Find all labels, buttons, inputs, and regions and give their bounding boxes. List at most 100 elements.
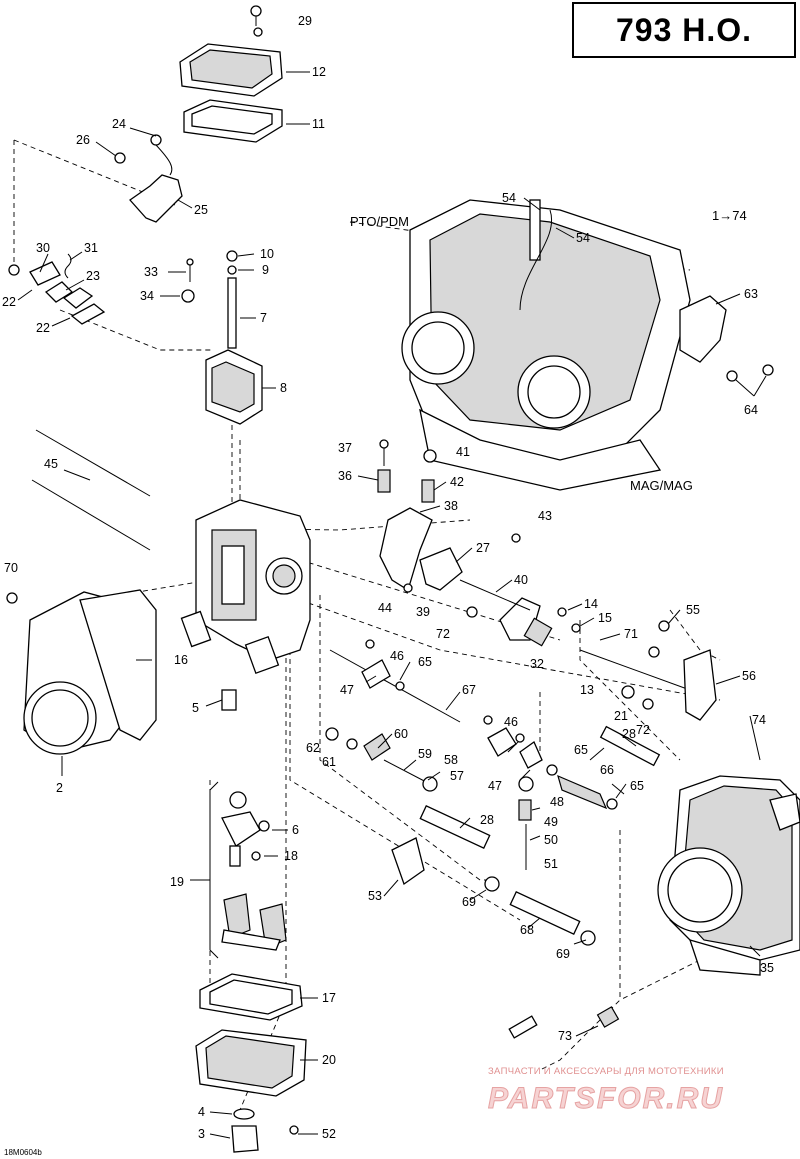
callout-28a: 28 xyxy=(622,727,636,741)
callout-61: 61 xyxy=(322,755,336,769)
callout-26: 26 xyxy=(76,133,90,147)
callout-19: 19 xyxy=(170,875,184,889)
callout-38: 38 xyxy=(444,499,458,513)
callout-52: 52 xyxy=(322,1127,336,1141)
callout-14: 14 xyxy=(584,597,598,611)
callout-53: 53 xyxy=(368,889,382,903)
idle-screw-group xyxy=(508,1006,620,1039)
callout-46a: 46 xyxy=(390,649,404,663)
callout-48: 48 xyxy=(550,795,564,809)
callout-65b: 65 xyxy=(574,743,588,757)
callout-54b: 54 xyxy=(576,231,590,245)
callout-4: 4 xyxy=(198,1105,205,1119)
pto-label: PTO/PDM xyxy=(350,214,409,229)
throttle-shafts xyxy=(31,429,151,551)
callout-43: 43 xyxy=(538,509,552,523)
model-title: 793 H.O. xyxy=(615,11,753,48)
callout-3: 3 xyxy=(198,1127,205,1141)
model-title-box: 793 H.O. xyxy=(572,2,796,58)
callout-45: 45 xyxy=(44,457,58,471)
center-shafts xyxy=(329,639,661,767)
callout-47a: 47 xyxy=(340,683,354,697)
callout-69a: 69 xyxy=(462,895,476,909)
callout-5: 5 xyxy=(192,701,199,715)
assembly-range-label: 1→74 xyxy=(712,208,747,223)
intake-flange-group xyxy=(6,589,157,755)
callout-46b: 46 xyxy=(504,715,518,729)
callout-21: 21 xyxy=(614,709,628,723)
float-bowl-group xyxy=(195,973,307,1153)
callout-25: 25 xyxy=(194,203,208,217)
callout-32: 32 xyxy=(530,657,544,671)
callout-24: 24 xyxy=(112,117,126,131)
callout-62: 62 xyxy=(306,741,320,755)
right-linkage-group xyxy=(579,620,717,721)
carburetor-body xyxy=(180,499,311,711)
callout-10: 10 xyxy=(260,247,274,261)
callout-20: 20 xyxy=(322,1053,336,1067)
callout-57: 57 xyxy=(450,769,464,783)
callout-47b: 47 xyxy=(488,779,502,793)
callout-12: 12 xyxy=(312,65,326,79)
callout-17: 17 xyxy=(322,991,336,1005)
callout-66: 66 xyxy=(600,763,614,777)
callout-44: 44 xyxy=(378,601,392,615)
callout-58: 58 xyxy=(444,753,458,767)
lower-linkage-group xyxy=(325,715,618,870)
callout-34: 34 xyxy=(140,289,154,303)
callout-54a: 54 xyxy=(502,191,516,205)
choke-linkage-group xyxy=(8,134,183,325)
callout-33: 33 xyxy=(144,265,158,279)
callout-30: 30 xyxy=(36,241,50,255)
callout-40: 40 xyxy=(514,573,528,587)
callout-numbers: 29 12 11 24 26 25 30 31 23 22 22 10 9 33… xyxy=(2,14,774,1141)
callout-50: 50 xyxy=(544,833,558,847)
callout-49: 49 xyxy=(544,815,558,829)
callout-56: 56 xyxy=(742,669,756,683)
callout-68: 68 xyxy=(520,923,534,937)
carburetor-assembly-bottom xyxy=(657,775,800,976)
callout-73: 73 xyxy=(558,1029,572,1043)
mag-label: MAG/MAG xyxy=(630,478,693,493)
float-assembly xyxy=(209,781,287,959)
callout-41: 41 xyxy=(456,445,470,459)
callout-67: 67 xyxy=(462,683,476,697)
float-bowl-cover-group xyxy=(179,5,283,143)
callout-22a: 22 xyxy=(2,295,16,309)
callout-6: 6 xyxy=(292,823,299,837)
watermark-brand: PARTSFOR.RU xyxy=(488,1082,724,1115)
callout-65a: 65 xyxy=(418,655,432,669)
callout-29: 29 xyxy=(298,14,312,28)
callout-59: 59 xyxy=(418,747,432,761)
callout-51: 51 xyxy=(544,857,558,871)
callout-65c: 65 xyxy=(630,779,644,793)
callout-71: 71 xyxy=(624,627,638,641)
callout-70: 70 xyxy=(4,561,18,575)
callout-55: 55 xyxy=(686,603,700,617)
callout-7: 7 xyxy=(260,311,267,325)
callout-13: 13 xyxy=(580,683,594,697)
callout-16: 16 xyxy=(174,653,188,667)
callout-8: 8 xyxy=(280,381,287,395)
callout-11: 11 xyxy=(312,117,325,131)
callout-63: 63 xyxy=(744,287,758,301)
callout-69b: 69 xyxy=(556,947,570,961)
document-id: 18M0604b xyxy=(4,1148,42,1157)
callout-74: 74 xyxy=(752,713,766,727)
throttle-linkage-group xyxy=(377,439,581,647)
callout-72b: 72 xyxy=(636,723,650,737)
lower-tubes xyxy=(391,805,596,946)
callout-23: 23 xyxy=(86,269,100,283)
callout-2: 2 xyxy=(56,781,63,795)
callout-60: 60 xyxy=(394,727,408,741)
callout-36: 36 xyxy=(338,469,352,483)
callout-39: 39 xyxy=(416,605,430,619)
callout-42: 42 xyxy=(450,475,464,489)
callout-15: 15 xyxy=(598,611,612,625)
callout-18: 18 xyxy=(284,849,298,863)
callout-72a: 72 xyxy=(436,627,450,641)
callout-9: 9 xyxy=(262,263,269,277)
watermark-tagline: ЗАПЧАСТИ И АКСЕССУАРЫ ДЛЯ МОТОТЕХНИКИ xyxy=(488,1066,724,1077)
callout-leaders xyxy=(17,71,767,1139)
